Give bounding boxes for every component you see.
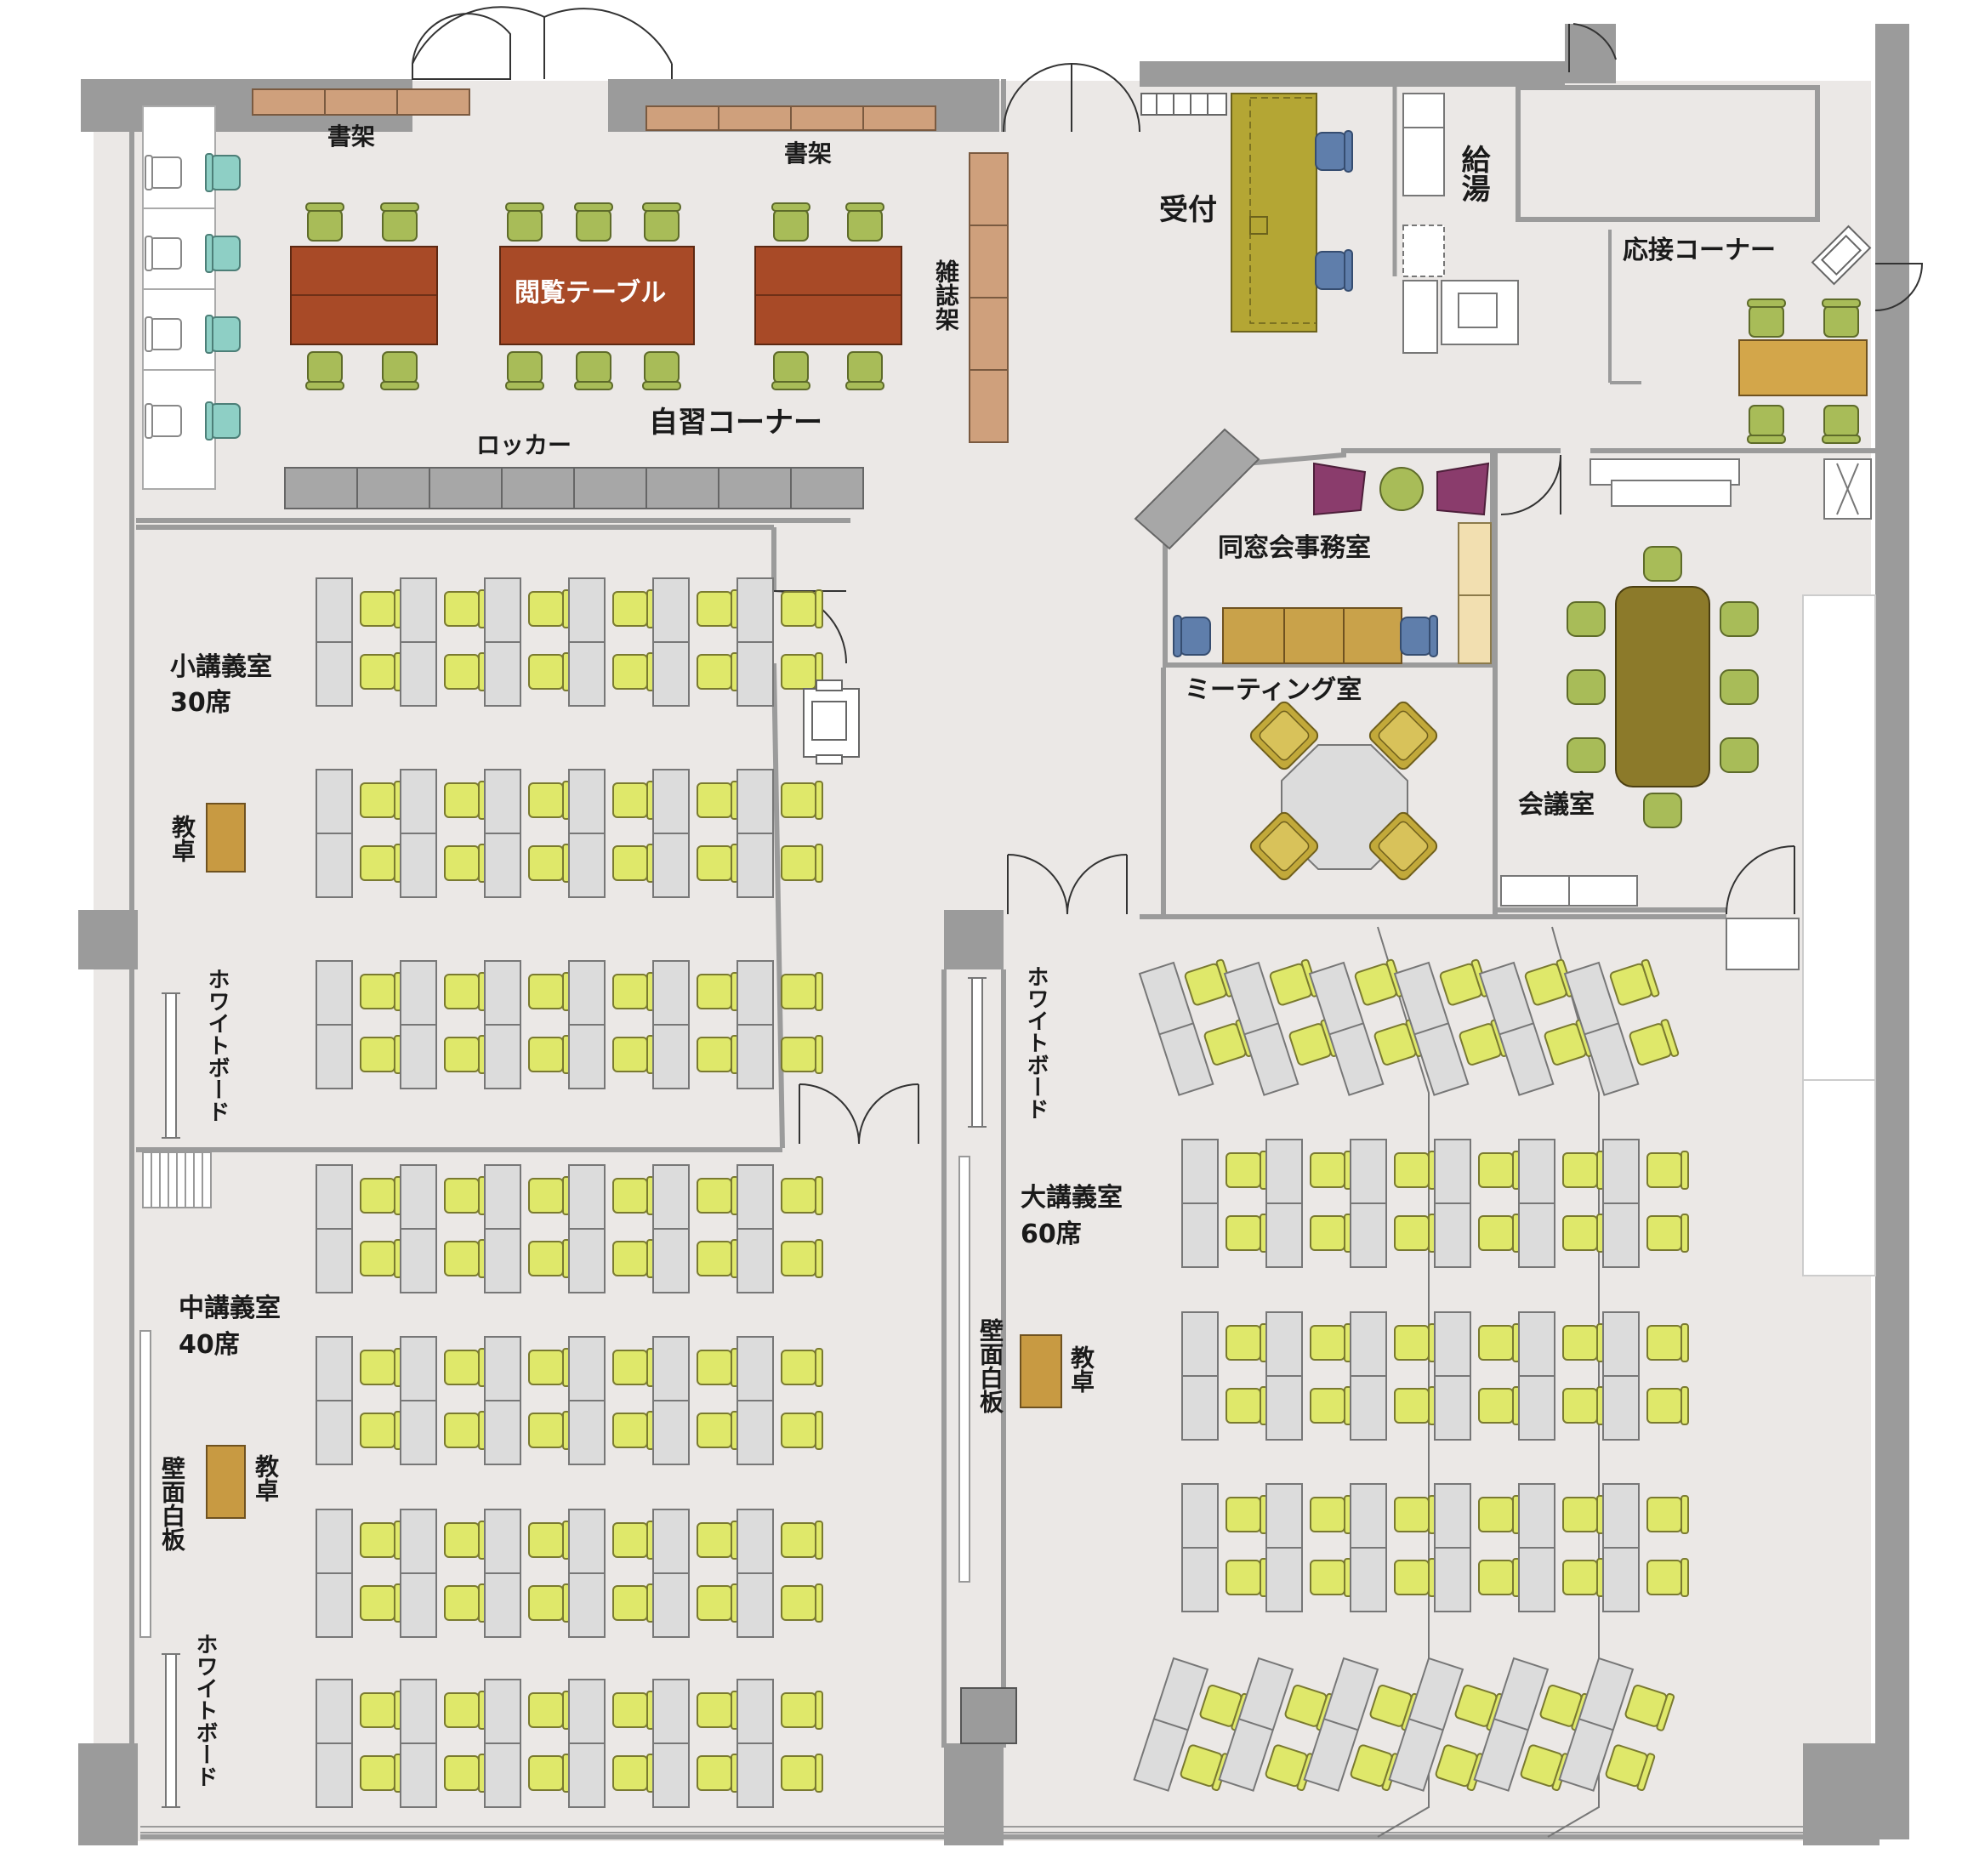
corridor-doors[interactable] <box>1003 23 1924 311</box>
alumni-sideboard <box>1458 522 1492 664</box>
outer-walls <box>78 24 1909 1845</box>
medium-whiteboard <box>162 1653 180 1808</box>
label-small-lecture-seats: 30席 <box>170 688 231 718</box>
label-lectern-medium: 教卓 <box>252 1454 280 1502</box>
storage-room <box>1516 85 1820 222</box>
kitchenette <box>1402 93 1519 354</box>
large-wall-board <box>958 1156 970 1583</box>
conference-room-door-2[interactable] <box>1726 845 1800 970</box>
wall-top-far-right <box>1875 24 1909 1839</box>
label-whiteboard-medium: ホワイトボード <box>192 1633 218 1788</box>
magazine-rack <box>969 152 1009 443</box>
computer-desk <box>1811 225 1872 286</box>
wall-right-pillar <box>1803 1743 1880 1845</box>
small-whiteboard <box>162 992 180 1139</box>
wall-left-pillar-1 <box>78 910 138 969</box>
wall-mid-pillar-bottom <box>944 1743 1004 1845</box>
large-lectern <box>1020 1334 1062 1408</box>
reading-tables <box>290 246 902 345</box>
label-whiteboard-large: ホワイトボード <box>1023 965 1049 1120</box>
alumni-shelf <box>1134 428 1260 550</box>
reception-corner-walls <box>1608 230 1641 384</box>
small-lectern <box>206 803 246 873</box>
label-reading-table: 閲覧テーブル <box>515 278 667 308</box>
conference-window <box>1802 594 1876 1276</box>
conference-room-walls <box>1495 448 1875 912</box>
label-shelf-left: 書架 <box>327 122 376 151</box>
label-reception-corner: 応接コーナー <box>1623 236 1776 265</box>
wall-top-ledge <box>1565 24 1616 83</box>
label-alumni-office: 同窓会事務室 <box>1218 533 1371 563</box>
alumni-chairs <box>1313 462 1490 516</box>
top-entrance-doors[interactable] <box>412 6 673 80</box>
bookshelf-left <box>252 88 470 116</box>
lockers <box>284 467 864 509</box>
wall-mid-pillar <box>944 910 1004 969</box>
conference-room-door[interactable] <box>1500 454 1561 515</box>
label-conference-room: 会議室 <box>1518 790 1595 820</box>
label-wall-board-large: 壁面白板 <box>976 1318 1004 1413</box>
label-self-study: 自習コーナー <box>649 406 822 440</box>
label-whiteboard-small: ホワイトボード <box>204 968 230 1123</box>
large-whiteboard <box>968 977 987 1128</box>
label-wall-board-medium: 壁面白板 <box>158 1456 186 1551</box>
medium-lecture-door[interactable] <box>799 1083 919 1145</box>
label-large-lecture-name: 大講義室 <box>1021 1183 1123 1213</box>
reception-counter <box>1231 93 1317 333</box>
wall-left-pillar-2 <box>78 1743 138 1845</box>
reading-table-2 <box>499 246 695 345</box>
conference-cabinet <box>1500 875 1638 907</box>
label-shelf-right: 書架 <box>784 139 833 168</box>
label-kitchenette: 給湯 <box>1456 145 1490 202</box>
label-small-lecture-name: 小講義室 <box>170 652 272 682</box>
label-lectern-small: 教卓 <box>168 815 196 862</box>
label-magazine-rack: 雑誌架 <box>932 259 960 331</box>
wall-left <box>81 79 140 132</box>
label-large-lecture-seats: 60席 <box>1021 1219 1082 1249</box>
label-medium-lecture-seats: 40席 <box>179 1330 240 1360</box>
reception-corner-table <box>1738 339 1868 396</box>
conference-table <box>1615 586 1710 787</box>
medium-wall-board <box>139 1330 151 1638</box>
large-column <box>960 1687 1017 1744</box>
label-locker: ロッカー <box>476 431 572 459</box>
reception-window <box>1140 93 1227 116</box>
medium-lectern <box>206 1445 246 1519</box>
meeting-room-walls <box>1140 451 1726 919</box>
alumni-office-walls <box>1163 448 1495 668</box>
grate <box>142 1151 212 1208</box>
conference-shelf <box>1590 458 1872 520</box>
alumni-desk <box>1222 607 1402 664</box>
label-medium-lecture-name: 中講義室 <box>179 1293 281 1323</box>
label-lectern-large: 教卓 <box>1067 1345 1095 1393</box>
bookshelf-right <box>645 105 936 131</box>
meeting-room-door[interactable] <box>1007 854 1128 915</box>
wall-top-right <box>1140 61 1565 87</box>
label-meeting-room: ミーティング室 <box>1185 675 1362 705</box>
label-reception: 受付 <box>1159 193 1217 227</box>
large-partition-lines <box>1377 926 1600 1838</box>
copy-machine <box>803 679 860 765</box>
bottom-window <box>140 1826 1803 1833</box>
